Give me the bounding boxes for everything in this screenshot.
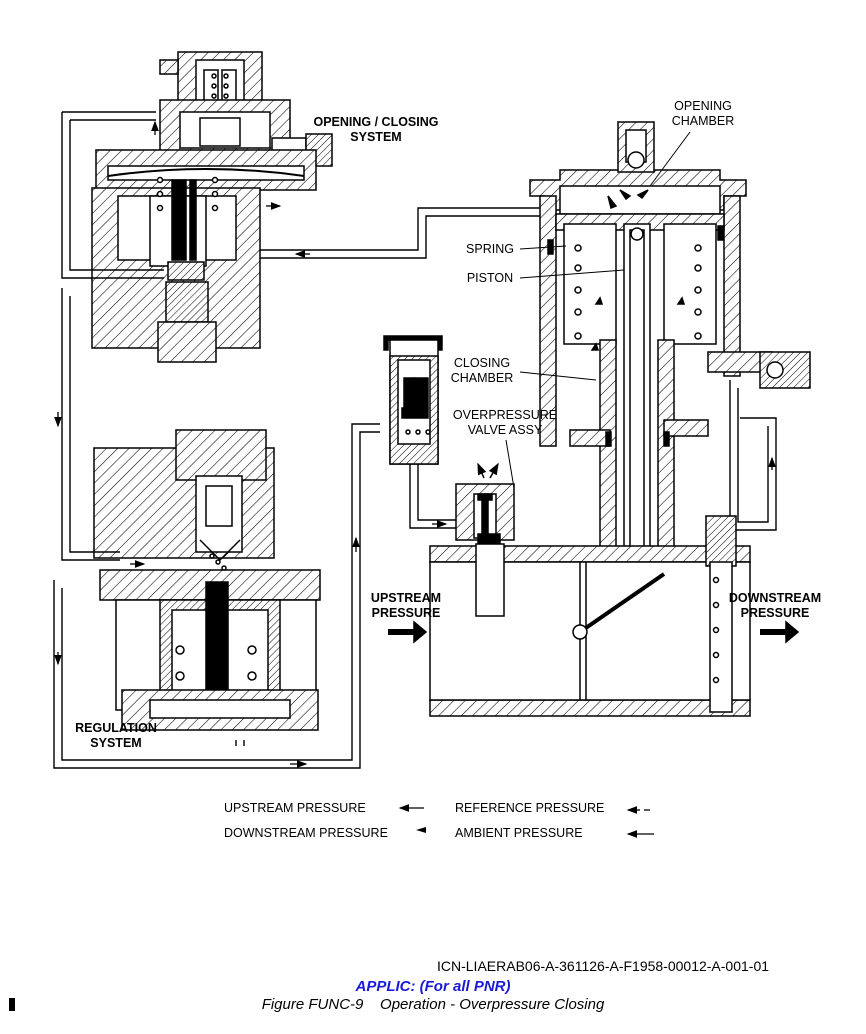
label-downstream-line1: DOWNSTREAM xyxy=(729,591,821,605)
label-opening-closing-line2: SYSTEM xyxy=(350,130,401,144)
pneumatic-lines xyxy=(53,111,777,769)
leader-closing-chamber xyxy=(519,371,597,381)
label-closing-chamber-line1: CLOSING xyxy=(454,356,510,370)
figure-title: Operation - Overpressure Closing xyxy=(380,996,605,1013)
regulation-system xyxy=(93,429,321,731)
icn-reference: ICN-LIAERAB06-A-361126-A-F1958-00012-A-0… xyxy=(437,958,770,974)
label-upstream-line2: PRESSURE xyxy=(372,606,441,620)
leader-overpressure xyxy=(505,439,515,489)
legend-ambient-label: AMBIENT PRESSURE xyxy=(455,826,583,840)
label-upstream-line1: UPSTREAM xyxy=(371,591,441,605)
label-opening-chamber-line2: CHAMBER xyxy=(672,114,735,128)
figure-number: Figure FUNC-9 xyxy=(261,996,364,1013)
label-opening-closing-line1: OPENING / CLOSING xyxy=(313,115,438,129)
label-closing-chamber-line2: CHAMBER xyxy=(451,371,514,385)
duct xyxy=(388,515,800,717)
label-piston: PISTON xyxy=(467,271,513,285)
actuator xyxy=(529,121,811,561)
label-regulation-line2: SYSTEM xyxy=(90,736,141,750)
legend-reference-label: REFERENCE PRESSURE xyxy=(455,801,604,815)
label-spring: SPRING xyxy=(466,242,514,256)
legend-upstream-label: UPSTREAM PRESSURE xyxy=(224,801,366,815)
leader-spring xyxy=(519,245,567,250)
label-overpressure-line1: OVERPRESSURE xyxy=(453,408,557,422)
opening-closing-system xyxy=(91,51,333,363)
legend: UPSTREAM PRESSURE DOWNSTREAM PRESSURE RE… xyxy=(224,801,654,840)
label-downstream-line2: PRESSURE xyxy=(741,606,810,620)
overpressure-valve xyxy=(383,335,515,545)
leader-opening-chamber xyxy=(649,131,691,187)
revision-bar xyxy=(9,998,15,1011)
applicability-note: APPLIC: (For all PNR) xyxy=(355,978,511,995)
flow-arrows xyxy=(54,120,776,768)
label-overpressure-line2: VALVE ASSY xyxy=(468,423,543,437)
legend-downstream-label: DOWNSTREAM PRESSURE xyxy=(224,826,388,840)
label-regulation-line1: REGULATION xyxy=(75,721,157,735)
leader-piston xyxy=(519,269,625,279)
label-opening-chamber-line1: OPENING xyxy=(674,99,732,113)
legend-downstream-symbol xyxy=(416,827,426,833)
figure-caption: Figure FUNC-9 Operation - Overpressure C… xyxy=(0,996,866,1013)
